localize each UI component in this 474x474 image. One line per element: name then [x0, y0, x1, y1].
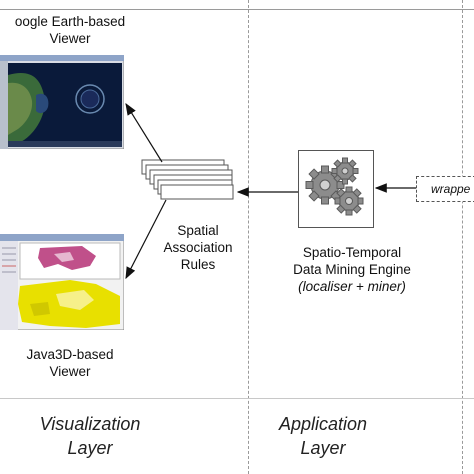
engine-label: Spatio-Temporal Data Mining Engine (loca… — [272, 244, 432, 295]
java3d-viewer-screenshot — [0, 234, 124, 330]
google-earth-viewer-title: oogle Earth-based Viewer — [14, 14, 126, 46]
visualization-layer-label: Visualization Layer — [39, 414, 141, 458]
document-stack-icon — [141, 159, 234, 200]
google-earth-viewer-screenshot — [0, 55, 124, 149]
top-border — [0, 0, 474, 10]
engine-label-line1: Spatio-Temporal — [302, 245, 402, 260]
data-mining-engine-box — [298, 150, 374, 228]
java3d-viewer-title: Java3D-based Viewer — [26, 347, 114, 379]
engine-label-line2: Data Mining Engine — [293, 262, 411, 277]
layer-divider-left — [248, 0, 249, 474]
arrow-to-google-earth-viewer — [125, 102, 163, 163]
wrapper-box: wrappe — [416, 176, 474, 202]
wrapper-label: wrappe — [431, 182, 471, 196]
spatial-association-rules-label: Spatial Association Rules — [163, 223, 233, 272]
engine-label-line3: (localiser + miner) — [298, 279, 406, 294]
layer-label-divider — [0, 398, 474, 399]
arrow-to-java3d-viewer — [125, 199, 167, 280]
layer-divider-right — [462, 0, 463, 474]
gears-icon — [305, 157, 364, 216]
application-layer-label: Application Layer — [278, 414, 368, 458]
